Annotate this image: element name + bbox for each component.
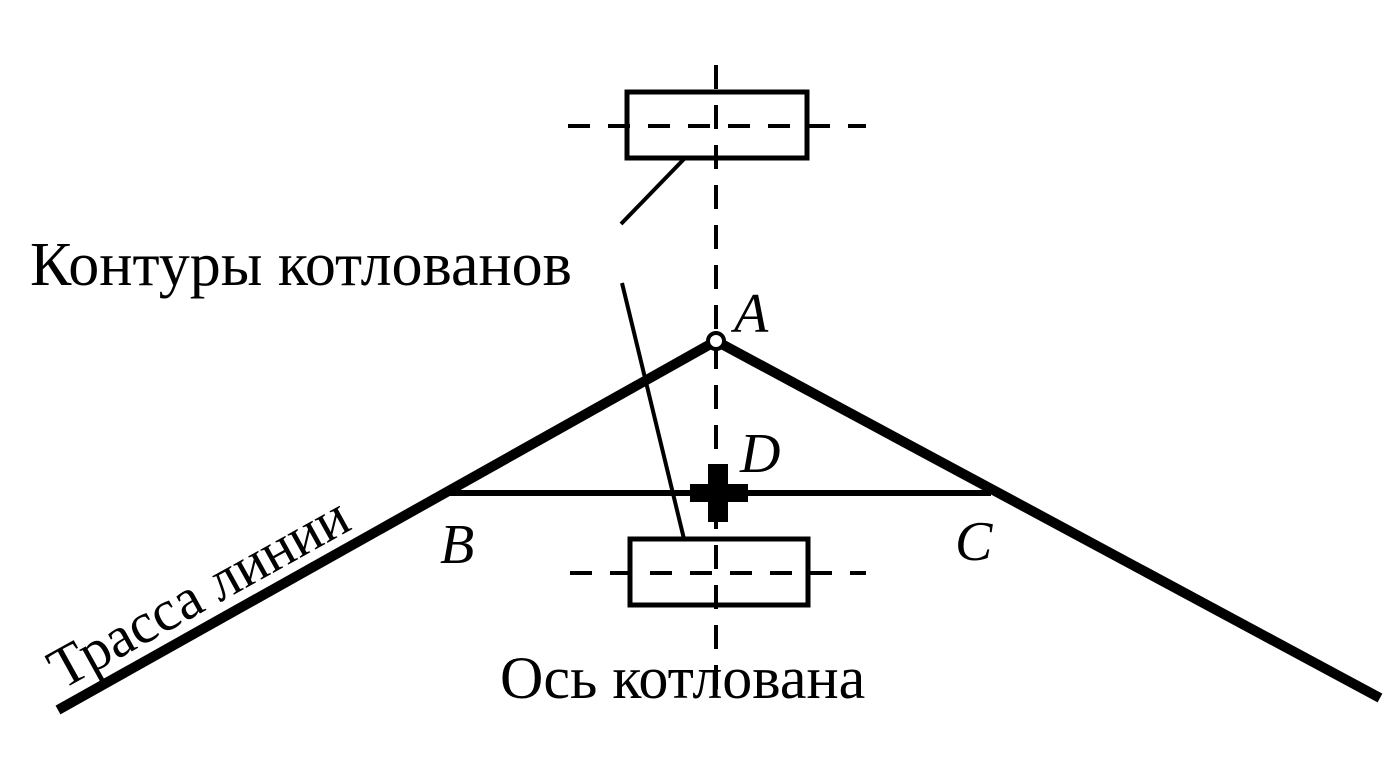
leader-to-top-pit <box>619 156 687 226</box>
point-label-d: D <box>739 423 780 485</box>
leader-to-bottom-pit <box>620 282 686 540</box>
label-line-route: Трасса линии <box>37 483 360 702</box>
label-pit-contours: Контуры котлованов <box>30 231 572 299</box>
pit-contour-top <box>568 89 866 161</box>
point-a-marker <box>706 331 726 351</box>
point-d-marker <box>690 464 748 522</box>
pit-contour-bottom <box>570 536 866 608</box>
point-label-b: B <box>440 514 474 576</box>
label-pit-axis: Ось котлована <box>500 645 865 711</box>
point-label-a: A <box>730 283 769 345</box>
point-label-c: C <box>955 511 993 573</box>
